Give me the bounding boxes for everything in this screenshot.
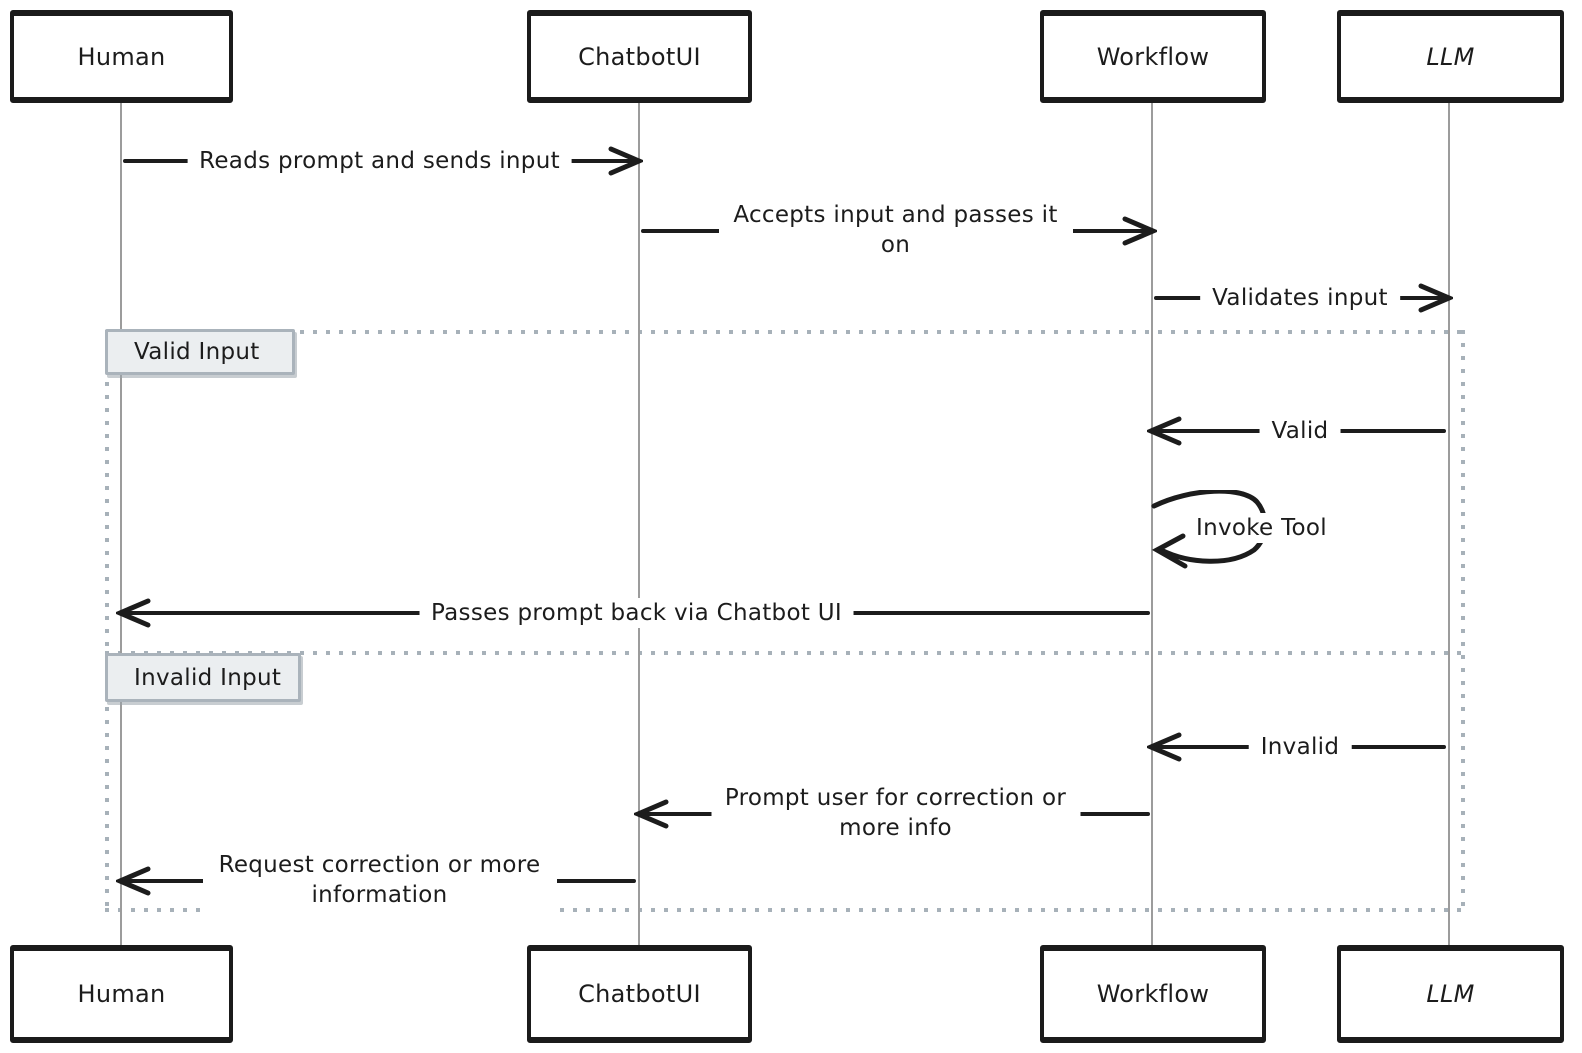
frame-label-text: Invalid Input [134,664,282,691]
actor-label: Human [77,980,166,1008]
message-label: Prompt user for correction or more info [711,782,1080,846]
actor-box-llm-bottom: LLM [1337,945,1564,1043]
actor-box-llm-top: LLM [1337,10,1564,103]
actor-label: ChatbotUI [578,42,701,71]
arrowhead-left-icon [1147,416,1182,446]
arrowhead-left-icon [1147,732,1182,762]
message-label: Passes prompt back via Chatbot UI [419,598,854,628]
arrowhead-right-icon [1418,283,1453,313]
message-label: Accepts input and passes it on [718,199,1073,263]
frame-section-label-valid: Valid Input [105,329,295,375]
lifeline-human [120,103,122,947]
frame-label-text: Valid Input [134,339,260,365]
arrowhead-left-icon [116,598,151,628]
actor-label: Workflow [1096,42,1210,71]
alt-frame-right-edge [1461,330,1465,912]
arrowhead-right-icon [1122,216,1157,246]
lifeline-workflow [1151,103,1153,947]
actor-label: Human [77,42,166,71]
arrowhead-left-icon [634,799,669,829]
self-loop-label: Invoke Tool [1186,513,1337,543]
actor-label: LLM [1426,980,1475,1008]
actor-label: LLM [1426,42,1475,71]
lifeline-llm [1448,103,1450,947]
alt-frame-top-edge [105,330,1465,334]
actor-label: ChatbotUI [578,980,701,1008]
frame-section-label-invalid: Invalid Input [105,653,301,702]
actor-box-chatbotui-top: ChatbotUI [527,10,752,103]
actor-label: Workflow [1096,980,1210,1008]
arrowhead-left-icon [116,866,151,896]
actor-box-human-bottom: Human [10,945,233,1043]
arrowhead-right-icon [608,146,643,176]
alt-frame-bottom-edge [105,908,1465,912]
message-label: Valid [1259,416,1341,446]
actor-box-chatbotui-bottom: ChatbotUI [527,945,752,1043]
actor-box-workflow-top: Workflow [1040,10,1266,103]
message-label: Reads prompt and sends input [187,146,572,176]
lifeline-chatbotui [638,103,640,947]
actor-box-workflow-bottom: Workflow [1040,945,1266,1043]
message-label: Invalid [1248,732,1352,762]
arrowhead-left-icon [1151,533,1188,569]
message-label: Request correction or more information [202,849,557,913]
alt-frame-divider [105,651,1465,655]
actor-box-human-top: Human [10,10,233,103]
message-label: Validates input [1200,283,1400,313]
alt-frame-left-edge [105,330,109,912]
